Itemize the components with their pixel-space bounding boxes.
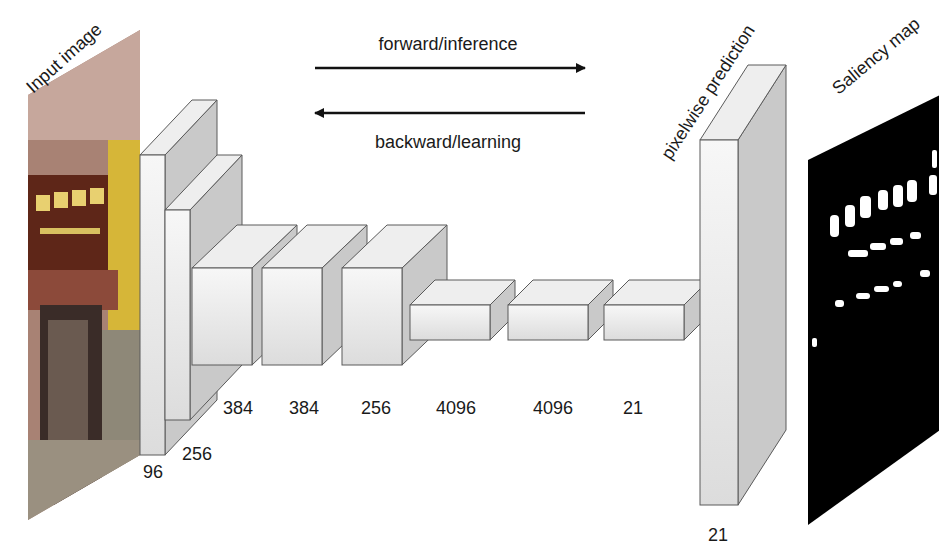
layer-block: pixelwise prediction21 [700,65,786,505]
block-front [342,268,402,365]
channel-count: 21 [708,524,728,546]
block-top [165,155,242,210]
block-top [342,225,447,268]
backward-arrow [315,112,585,115]
block-front [165,210,190,420]
layer-block: 4096 [508,280,613,340]
channel-count: 256 [361,397,391,419]
block-front [508,305,588,340]
block-front [604,305,684,340]
block-side [738,65,786,505]
channel-count: 96 [143,461,163,483]
layer-block: 4096 [410,280,515,340]
block-top [604,280,709,305]
layer-block: 21 [604,280,709,340]
channel-count: 4096 [436,397,476,419]
block-top [410,280,515,305]
block-top [140,100,217,155]
block-front [410,305,490,340]
block-front [192,268,252,365]
block-top [508,280,613,305]
channel-count: 4096 [533,397,573,419]
channel-count: 21 [623,397,643,419]
block-shape [410,280,515,340]
caption-label: Saliency map [828,13,925,99]
block-shape [700,65,786,505]
forward-arrow [315,67,585,70]
caption-label: backward/learning [375,131,521,153]
block-shape [508,280,613,340]
block-front [262,268,322,365]
saliency-map [808,95,939,525]
saliency-blobs [812,150,937,347]
block-front [700,140,738,505]
block-shape [604,280,709,340]
block-front [140,155,165,455]
caption-label: forward/inference [378,33,517,55]
channel-count: 384 [289,397,319,419]
channel-count: 256 [182,443,212,465]
input-photo [28,30,140,520]
channel-count: 384 [223,397,253,419]
